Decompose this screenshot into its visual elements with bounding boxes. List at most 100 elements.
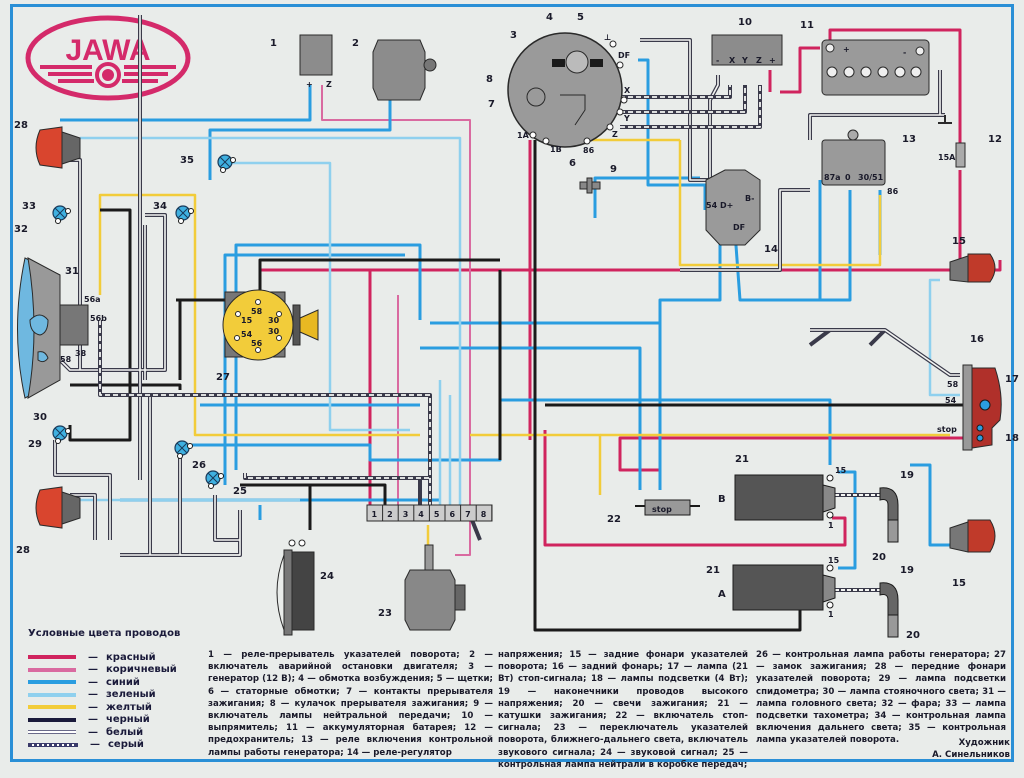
- svg-text:+: +: [306, 80, 313, 89]
- component-22-stop-switch: stop: [635, 499, 700, 516]
- blue-border-frame: [10, 4, 1014, 762]
- svg-text:86: 86: [887, 187, 899, 196]
- legend-label: черный: [106, 714, 150, 726]
- svg-text:A: A: [718, 589, 726, 600]
- label-20-upper: 20: [872, 552, 886, 563]
- svg-text:15: 15: [835, 466, 847, 475]
- svg-text:15: 15: [241, 316, 253, 325]
- component-10-rectifier: - X Y Z +: [711, 34, 783, 66]
- component-16-tail-lamp: 58 54 stop: [937, 364, 1002, 451]
- ignition-key-icon: [299, 309, 319, 341]
- svg-text:⊥: ⊥: [604, 33, 611, 42]
- brown-wires: [321, 85, 471, 556]
- svg-text:58: 58: [60, 355, 72, 364]
- svg-text:Y: Y: [741, 56, 748, 65]
- indicator-lamp-29-icon: [52, 425, 71, 444]
- label-4: 4: [546, 12, 553, 23]
- label-3: 3: [510, 30, 517, 41]
- svg-text:86: 86: [583, 146, 595, 155]
- svg-text:1: 1: [828, 521, 834, 530]
- legend-dash: —: [90, 739, 100, 751]
- indicator-lamps: [52, 154, 236, 489]
- legend-label: зеленый: [106, 689, 156, 701]
- connector-pin-label: 6: [450, 510, 456, 519]
- legend-item: —черный: [28, 714, 203, 727]
- label-21-upper: 21: [735, 454, 749, 465]
- svg-text:58: 58: [251, 307, 263, 316]
- indicator-lamp-33-icon: [52, 205, 71, 224]
- legend-swatch: [28, 680, 76, 685]
- svg-text:stop: stop: [937, 425, 957, 434]
- winged-wheel-icon: [40, 62, 176, 88]
- component-27-ignition-lock: 58 15 54 56 30 30: [222, 289, 319, 361]
- label-26: 26: [192, 460, 206, 471]
- field-winding-icon: [565, 50, 589, 74]
- label-33: 33: [22, 201, 36, 212]
- svg-text:Z: Z: [756, 56, 762, 65]
- green-wires: [80, 136, 960, 515]
- grey-wires-core: [99, 85, 761, 505]
- legend-dash: —: [88, 726, 98, 738]
- component-14-voltage-regulator: 54 D+ DF B-: [705, 169, 761, 246]
- legend-item: —красный: [28, 651, 203, 664]
- legend-label: коричневый: [106, 664, 177, 676]
- label-15-upper: 15: [952, 236, 966, 247]
- svg-text:+: +: [769, 56, 776, 65]
- svg-text:Z: Z: [326, 80, 332, 89]
- legend-item: —зеленый: [28, 689, 203, 702]
- svg-text:1A: 1A: [517, 131, 530, 140]
- label-6: 6: [569, 158, 576, 169]
- label-2: 2: [352, 38, 359, 49]
- label-25: 25: [233, 486, 247, 497]
- artist-credit: Художник А. Синельников: [870, 737, 1010, 761]
- label-16: 16: [970, 334, 984, 345]
- legend-dash: —: [88, 701, 98, 713]
- label-32: 32: [14, 224, 28, 235]
- label-7: 7: [488, 99, 495, 110]
- label-28-upper: 28: [14, 120, 28, 131]
- component-descriptions-col3: 26 — контрольная лампа работы генератора…: [756, 650, 1006, 746]
- label-28-lower: 28: [16, 545, 30, 556]
- legend-dash: —: [88, 651, 98, 663]
- legend-label: белый: [106, 726, 144, 738]
- legend-item: — желтый: [28, 701, 203, 714]
- indicator-lamp-25-icon: [205, 470, 224, 489]
- artist-role: Художник: [958, 738, 1010, 748]
- svg-text:B-: B-: [745, 194, 754, 203]
- svg-text:X: X: [729, 56, 736, 65]
- legend-swatch: [28, 655, 76, 660]
- legend-swatch: [28, 717, 76, 722]
- component-descriptions-col1: 1 — реле-прерыватель указателей поворота…: [208, 650, 493, 758]
- label-12: 12: [988, 134, 1002, 145]
- component-32-headlight: 56a 56b 58 38: [17, 257, 107, 399]
- artist-name: А. Синельников: [932, 750, 1010, 760]
- legend-label: серый: [108, 739, 144, 751]
- component-13-generator-lamp-relay: 87a 0 30/51 86: [821, 129, 899, 196]
- label-19-lower: 19: [900, 565, 914, 576]
- legend-label: желтый: [106, 701, 152, 713]
- legend-swatch: [28, 667, 76, 672]
- svg-text:15: 15: [828, 556, 840, 565]
- svg-text:38: 38: [75, 349, 87, 358]
- svg-text:56b: 56b: [90, 314, 107, 323]
- label-34: 34: [153, 201, 167, 212]
- label-13: 13: [902, 134, 916, 145]
- component-11-battery: + -: [821, 39, 952, 124]
- connector-pin-label: 5: [434, 510, 440, 519]
- red-wires: [258, 28, 1002, 547]
- legend-swatch: [28, 705, 76, 710]
- legend-swatch: [28, 692, 76, 697]
- component-23-handlebar-switch: [404, 544, 466, 631]
- connector-pin-label: 8: [481, 510, 487, 519]
- component-9-neutral-switch: [579, 177, 601, 194]
- ground-icon: [938, 115, 952, 124]
- connector-pin-label: 7: [465, 510, 471, 519]
- svg-text:Z: Z: [612, 130, 618, 139]
- svg-text:30/51: 30/51: [858, 173, 884, 182]
- label-19-upper: 19: [900, 470, 914, 481]
- component-12-fuse: 15A: [938, 142, 966, 168]
- svg-text:56a: 56a: [84, 295, 101, 304]
- label-27: 27: [216, 372, 230, 383]
